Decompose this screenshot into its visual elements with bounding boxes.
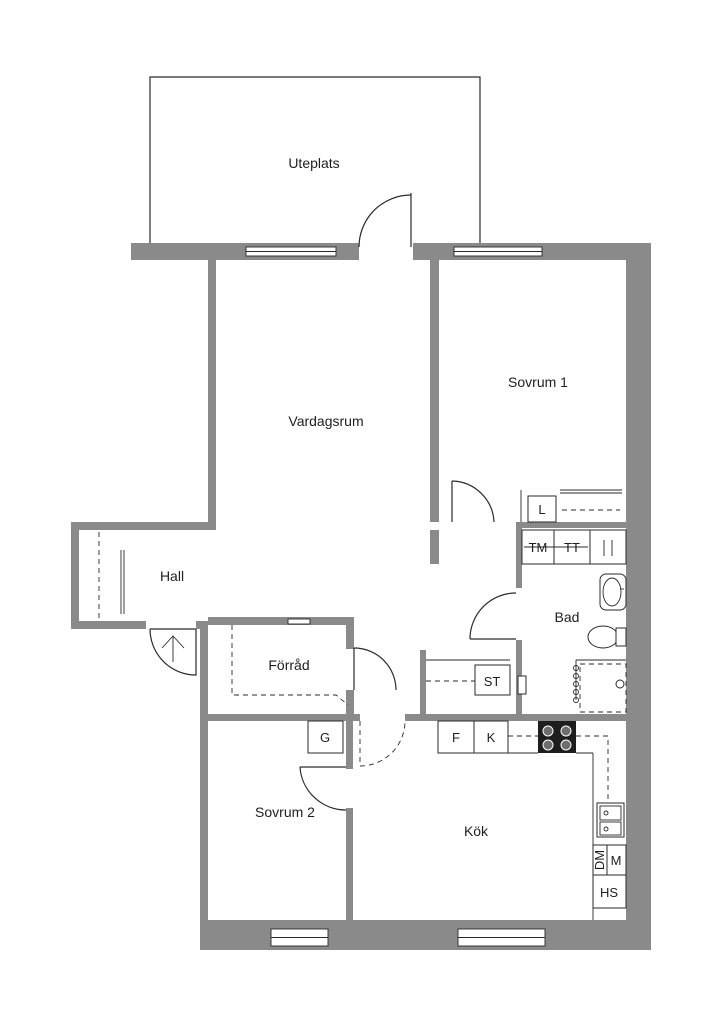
door-bathroom [469, 592, 517, 640]
dryer-label: TM [529, 540, 548, 555]
exterior-walls [71, 243, 651, 950]
terrace-outline [149, 76, 481, 243]
shelf-st-label: ST [484, 674, 501, 689]
doors [120, 193, 517, 811]
interior-walls [208, 260, 626, 920]
storage-label: Förråd [268, 657, 309, 673]
door-hall-wardrobe [120, 550, 125, 614]
hall-label: Hall [160, 568, 184, 584]
freezer-label: K [487, 730, 496, 745]
laundry-machines: TM TT [521, 529, 627, 565]
kitchen-label: Kök [464, 823, 489, 839]
dashed-outlines [98, 509, 620, 800]
living-room-label: Vardagsrum [288, 413, 363, 429]
sink-icon [596, 802, 625, 838]
shelf-st: ST [426, 659, 511, 696]
bathroom-fixtures [517, 573, 627, 713]
dishwasher-label: DM [592, 850, 607, 870]
wardrobe-g: G [307, 720, 344, 754]
fridge-label: F [452, 730, 460, 745]
room-labels: Uteplats Vardagsrum Sovrum 1 Hall Bad Fö… [160, 155, 580, 839]
dryer-cabinet-label: TT [564, 540, 580, 555]
windows [245, 246, 546, 947]
window-bedroom-1 [453, 246, 543, 257]
bedroom-1-label: Sovrum 1 [508, 374, 568, 390]
washbasin-icon [599, 573, 627, 611]
bathroom-label: Bad [555, 609, 580, 625]
wardrobe-l-label: L [538, 502, 545, 517]
door-bedroom-1 [451, 480, 495, 523]
door-bedroom-2 [299, 766, 347, 811]
window-living-room [245, 246, 337, 257]
window-kitchen [457, 928, 546, 947]
wardrobe-l: L [520, 489, 622, 523]
door-entrance [149, 628, 197, 676]
stove-icon [538, 721, 576, 753]
door-storage [353, 647, 397, 691]
microwave-label: M [611, 853, 622, 868]
wardrobe-g-label: G [320, 730, 330, 745]
tall-cabinet-label: HS [600, 885, 618, 900]
door-kitchen [359, 720, 406, 767]
terrace-label: Uteplats [288, 155, 339, 171]
bedroom-2-label: Sovrum 2 [255, 804, 315, 820]
window-storage [287, 618, 311, 625]
door-terrace [358, 193, 412, 248]
bath-cabinet-icon [517, 675, 527, 695]
kitchen-counter [576, 752, 594, 920]
kitchen-appliances: F K DM M HS [437, 720, 627, 920]
toilet-icon [587, 625, 627, 649]
shower-icon [573, 659, 627, 713]
window-bedroom-2 [270, 928, 329, 947]
